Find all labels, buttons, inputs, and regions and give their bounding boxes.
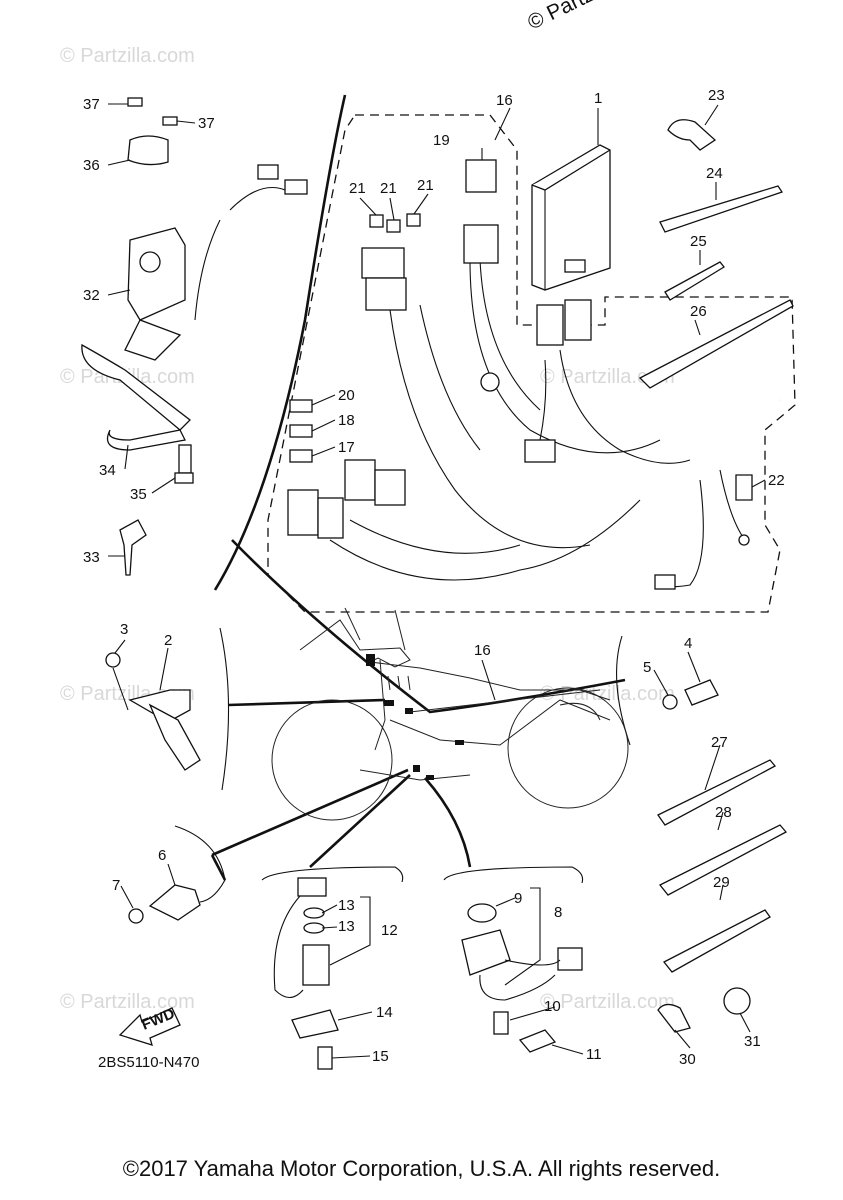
callout-13: 13 <box>338 918 355 935</box>
callout-7: 7 <box>112 877 120 894</box>
callout-9: 9 <box>514 890 522 907</box>
callout-5: 5 <box>643 659 651 676</box>
callout-37: 37 <box>198 115 215 132</box>
callout-34: 34 <box>99 462 116 479</box>
watermark-tile: © Partzilla.com <box>540 683 675 705</box>
callout-21: 21 <box>380 180 397 197</box>
callout-35: 35 <box>130 486 147 503</box>
ecu-unit[interactable] <box>531 144 611 291</box>
callout-25: 25 <box>690 233 707 250</box>
callout-8: 8 <box>554 904 562 921</box>
callout-16: 16 <box>496 92 513 109</box>
callout-2: 2 <box>164 632 172 649</box>
ignition-coil[interactable] <box>105 652 201 771</box>
main-switch-assembly[interactable] <box>81 97 308 576</box>
callout-10: 10 <box>544 998 561 1015</box>
section-dividers <box>174 94 631 903</box>
speed-sensor[interactable] <box>273 877 339 1070</box>
callout-3: 3 <box>120 621 128 638</box>
thermo-sensor[interactable] <box>128 884 201 924</box>
callout-21: 21 <box>349 180 366 197</box>
callout-11: 11 <box>586 1046 602 1063</box>
diagram-code: 2BS5110-N470 <box>98 1054 199 1071</box>
watermark-tile: © Partzilla.com <box>540 366 675 388</box>
callout-16: 16 <box>474 642 491 659</box>
callout-21: 21 <box>417 177 434 194</box>
callout-29: 29 <box>713 874 730 891</box>
callout-33: 33 <box>83 549 100 566</box>
callout-13: 13 <box>338 897 355 914</box>
callout-26: 26 <box>690 303 707 320</box>
callouts: 1 16 23 19 21 21 21 24 25 26 20 18 17 22… <box>83 87 785 1071</box>
callout-4: 4 <box>684 635 692 652</box>
callout-30: 30 <box>679 1051 696 1068</box>
callout-17: 17 <box>338 439 355 456</box>
watermark-tile: © Partzilla.com <box>540 991 675 1013</box>
callout-24: 24 <box>706 165 723 182</box>
motorcycle-outline <box>271 607 629 821</box>
callout-20: 20 <box>338 387 355 404</box>
relay-cluster[interactable] <box>287 159 499 539</box>
wire-harness[interactable] <box>329 259 783 590</box>
parts-diagram: © Partzilla.com © Partzilla.com © Partzi… <box>60 0 796 1071</box>
watermark-top: © Partzilla.com <box>524 0 661 34</box>
callout-1: 1 <box>594 90 602 107</box>
position-sensor[interactable] <box>461 903 583 1053</box>
bands-and-ties[interactable] <box>638 119 794 1033</box>
callout-28: 28 <box>715 804 732 821</box>
copyright-notice: ©2017 Yamaha Motor Corporation, U.S.A. A… <box>122 1156 721 1181</box>
leader-lines <box>107 103 766 1059</box>
callout-6: 6 <box>158 847 166 864</box>
callout-14: 14 <box>376 1004 393 1021</box>
watermark-tile: © Partzilla.com <box>60 45 195 67</box>
callout-31: 31 <box>744 1033 761 1050</box>
watermark-tile: © Partzilla.com <box>60 991 195 1013</box>
sensor-plug[interactable] <box>662 679 719 710</box>
callout-37: 37 <box>83 96 100 113</box>
callout-15: 15 <box>372 1048 389 1065</box>
callout-18: 18 <box>338 412 355 429</box>
callout-19: 19 <box>433 132 450 149</box>
callout-23: 23 <box>708 87 725 104</box>
callout-32: 32 <box>83 287 100 304</box>
callout-27: 27 <box>711 734 728 751</box>
callout-36: 36 <box>83 157 100 174</box>
callout-12: 12 <box>381 922 398 939</box>
callout-22: 22 <box>768 472 785 489</box>
